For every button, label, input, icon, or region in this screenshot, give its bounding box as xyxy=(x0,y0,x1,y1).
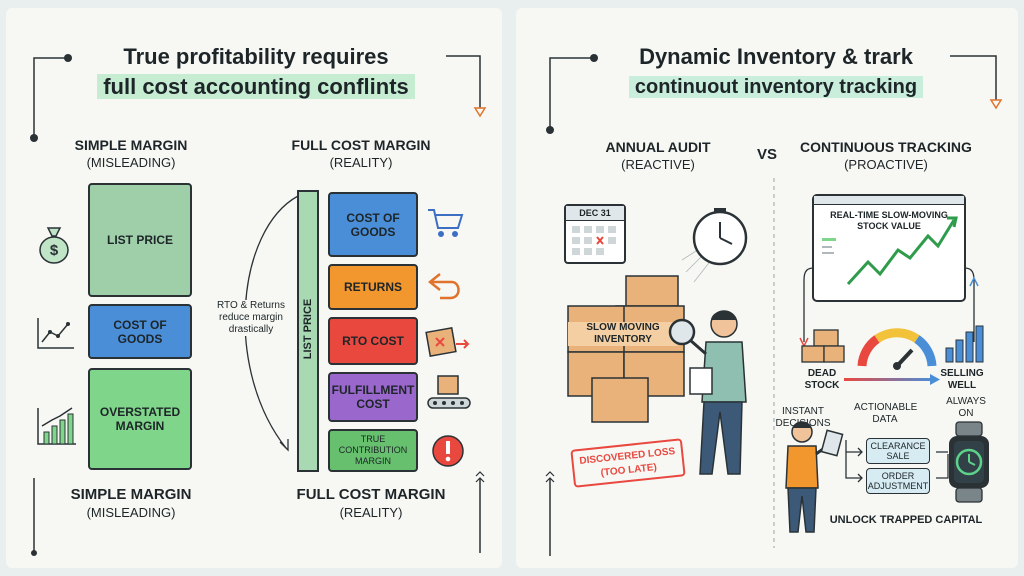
page-title-right: Dynamic Inventory & trark continuout inv… xyxy=(576,42,976,102)
cart-icon xyxy=(428,209,464,237)
list-price-column xyxy=(297,190,319,472)
rto-cost-segment: RTO COST xyxy=(328,317,418,365)
slow-moving-label: SLOW MOVING INVENTORY xyxy=(568,322,678,346)
overstated-margin-bar: OVERSTATED MARGIN xyxy=(88,368,192,470)
auditor-figure xyxy=(668,310,747,475)
order-adjustment-button: ORDER ADJUSTMENT xyxy=(866,468,930,494)
clearance-sale-button: CLEARANCE SALE xyxy=(866,438,930,464)
continuous-tracking-header: CONTINUOUS TRACKING (PROACTIVE) xyxy=(800,139,972,172)
list-price-bar: LIST PRICE xyxy=(88,183,192,297)
alert-icon xyxy=(432,435,464,467)
decision-branches xyxy=(845,440,949,483)
vs-label: VS xyxy=(756,146,777,163)
page-title: True profitability requires full cost ac… xyxy=(46,42,466,102)
calendar-date: DEC 31 xyxy=(566,206,624,221)
bar-growth-icon xyxy=(37,407,76,445)
unlock-capital-label: UNLOCK TRAPPED CAPITAL xyxy=(829,514,983,526)
profitability-panel: True profitability requires full cost ac… xyxy=(6,8,502,568)
true-contribution-margin-segment: TRUE CONTRIBUTION MARGIN xyxy=(328,429,418,472)
damaged-box-icon xyxy=(425,327,470,357)
actionable-data-label: ACTIONABLE DATA xyxy=(854,402,918,425)
full-cost-margin-header: FULL COST MARGIN (REALITY) xyxy=(291,137,431,170)
realtime-chart-card: REAL-TIME SLOW-MOVING STOCK VALUE xyxy=(812,194,966,302)
cost-of-goods-segment: COST OF GOODS xyxy=(328,192,418,257)
full-cost-margin-footer: FULL COST MARGIN (REALITY) xyxy=(296,486,446,520)
annual-audit-header: ANNUAL AUDIT (REACTIVE) xyxy=(605,139,711,172)
selling-well-label: SELLING WELL xyxy=(940,368,984,391)
trend-line-chart xyxy=(822,216,958,286)
return-arrow-icon xyxy=(427,273,460,300)
corner-decoration xyxy=(30,54,487,556)
calendar-icon: DEC 31 xyxy=(564,204,626,264)
conveyor-box-icon xyxy=(427,375,471,409)
dead-stock-label: DEAD STOCK xyxy=(804,368,840,391)
returns-segment: RETURNS xyxy=(328,264,418,310)
selling-well-bars xyxy=(945,325,984,363)
speed-gauge xyxy=(857,328,937,370)
dead-stock-boxes xyxy=(801,329,845,363)
fulfillment-cost-segment: FULFILLMENT COST xyxy=(328,372,418,422)
chart-title: REAL-TIME SLOW-MOVING STOCK VALUE xyxy=(830,210,948,231)
clock-icon xyxy=(681,208,748,283)
always-on-label: ALWAYS ON xyxy=(946,396,986,419)
simple-margin-footer: SIMPLE MARGIN (MISLEADING) xyxy=(70,486,192,520)
line-trend-icon xyxy=(37,318,74,349)
range-arrow xyxy=(844,374,940,385)
inventory-panel: Dynamic Inventory & trark continuout inv… xyxy=(516,8,1018,568)
corner-decoration-right xyxy=(545,54,1003,556)
rto-note: RTO & Returns reduce margin drastically xyxy=(206,300,296,336)
cost-of-goods-bar: COST OF GOODS xyxy=(88,304,192,359)
svg-text:$: $ xyxy=(50,242,59,259)
smartwatch-icon xyxy=(949,421,989,503)
list-price-vertical-label: LIST PRICE xyxy=(302,298,314,360)
simple-margin-header: SIMPLE MARGIN (MISLEADING) xyxy=(74,137,188,170)
decision-person xyxy=(785,421,844,533)
money-bag-icon: $ xyxy=(39,227,69,264)
